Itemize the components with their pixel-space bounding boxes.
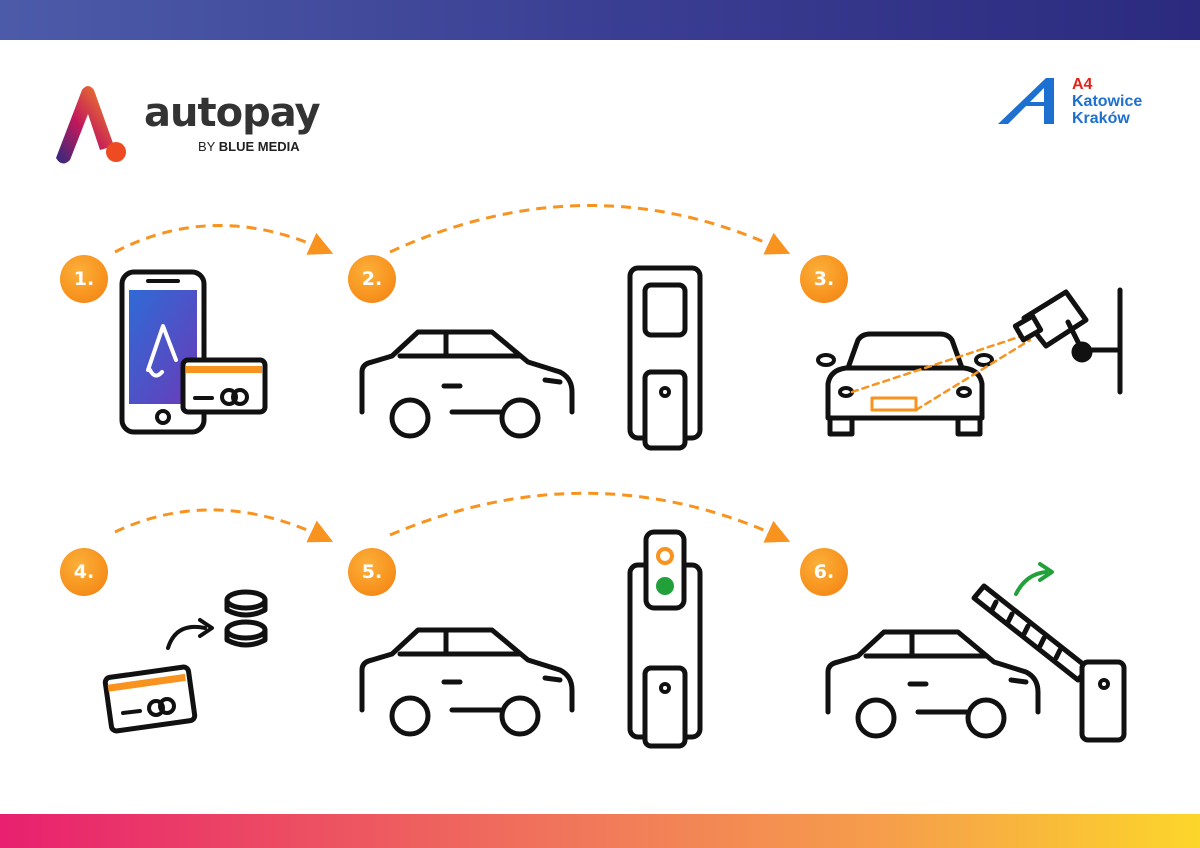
camera-scan-lines xyxy=(850,332,1032,412)
arrow-1-2 xyxy=(114,224,334,255)
bottom-gradient-bar xyxy=(0,814,1200,848)
road-name: A4 xyxy=(1072,76,1093,93)
a4-motorway-logo: A4 Katowice Kraków xyxy=(996,76,1176,130)
car-side-icon xyxy=(359,329,575,439)
autopay-mark-icon xyxy=(56,86,126,164)
car-side-icon-3 xyxy=(825,629,1041,739)
autopay-logo: autopay BY BLUE MEDIA xyxy=(48,84,321,168)
coins-icon xyxy=(224,589,268,648)
step-badge-2: 2. xyxy=(348,255,396,303)
city-krakow: Kraków xyxy=(1072,110,1130,127)
byline-prefix: BY xyxy=(198,139,216,154)
parking-terminal-icon xyxy=(627,265,703,451)
car-side-icon-2 xyxy=(359,627,575,737)
step-badge-4: 4. xyxy=(60,548,108,596)
arrow-5-6 xyxy=(389,491,791,543)
step-badge-5: 5. xyxy=(348,548,396,596)
curved-arrow-icon xyxy=(166,625,207,650)
step-badge-3: 3. xyxy=(800,255,848,303)
step-badge-1: 1. xyxy=(60,255,108,303)
brand-name: autopay xyxy=(144,90,321,136)
open-arrow-icon xyxy=(1014,562,1054,596)
step-badge-6: 6. xyxy=(800,548,848,596)
arrow-2-3 xyxy=(389,204,791,255)
brand-byline: BY BLUE MEDIA xyxy=(198,139,300,154)
byline-company: BLUE MEDIA xyxy=(218,139,300,154)
city-katowice: Katowice xyxy=(1072,93,1143,110)
payment-card-icon-2 xyxy=(102,664,198,734)
car-front-icon xyxy=(816,331,994,437)
camera-icon xyxy=(1012,287,1123,395)
arrow-4-5 xyxy=(114,508,334,543)
barrier-gate-icon xyxy=(971,583,1127,743)
traffic-light-terminal-icon xyxy=(627,529,703,749)
flow-arrows xyxy=(114,204,791,543)
top-bar xyxy=(0,0,1200,40)
payment-card-icon xyxy=(180,357,268,415)
motorway-mark-icon xyxy=(998,78,1054,124)
